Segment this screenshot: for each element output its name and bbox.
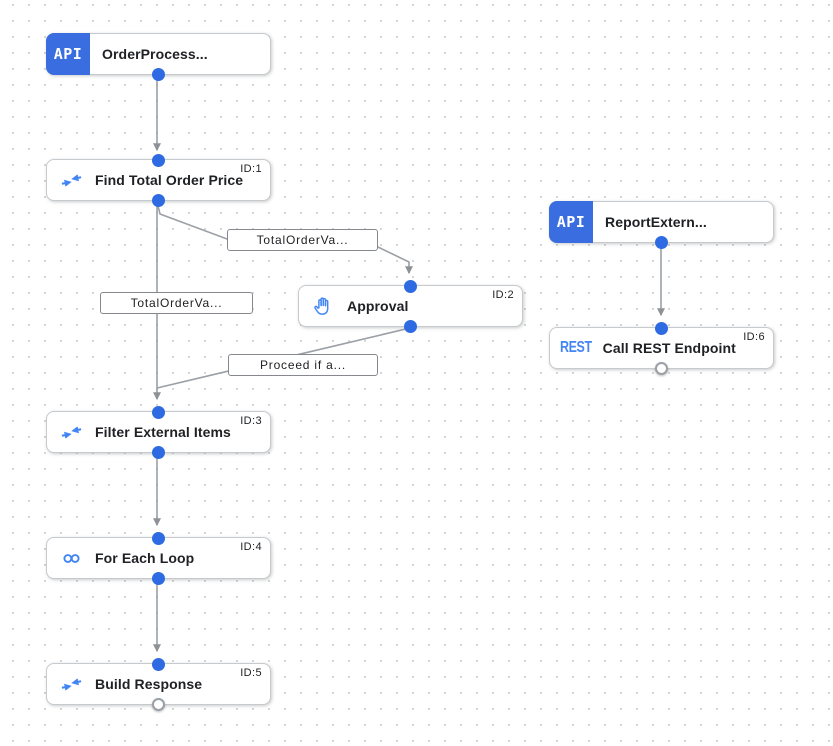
node-filter-external-items[interactable]: ID:3 Filter External Items (46, 405, 271, 459)
node-api-trigger-reportextern[interactable]: API ReportExtern... (549, 201, 774, 249)
node-api-trigger-orderprocess[interactable]: API OrderProcess... (46, 33, 271, 81)
input-port[interactable] (152, 405, 165, 419)
node-find-total-order-price[interactable]: ID:1 Find Total Order Price (46, 153, 271, 207)
output-port[interactable] (655, 361, 668, 375)
node-title: Filter External Items (95, 424, 231, 440)
data-mapping-icon (59, 420, 83, 444)
data-mapping-icon (59, 168, 83, 192)
task-id-label: ID:3 (240, 415, 262, 427)
node-title: Find Total Order Price (95, 172, 244, 188)
output-port[interactable] (152, 445, 165, 459)
node-build-response[interactable]: ID:5 Build Response (46, 657, 271, 711)
input-port[interactable] (152, 531, 165, 545)
api-trigger-icon: API (46, 33, 90, 75)
data-mapping-icon (59, 672, 83, 696)
task-id-label: ID:2 (492, 289, 514, 301)
task-id-label: ID:5 (240, 667, 262, 679)
output-port[interactable] (152, 193, 165, 207)
edge-condition-label[interactable]: TotalOrderVa... (227, 229, 378, 251)
node-title: OrderProcess... (102, 46, 208, 62)
output-port[interactable] (152, 571, 165, 585)
api-trigger-icon: API (549, 201, 593, 243)
task-id-label: ID:6 (743, 331, 765, 343)
infinity-icon (59, 546, 83, 570)
input-port[interactable] (404, 279, 417, 293)
edge-condition-label[interactable]: Proceed if a... (228, 354, 378, 376)
input-port[interactable] (655, 321, 668, 335)
node-title: Build Response (95, 676, 203, 692)
input-port[interactable] (152, 153, 165, 167)
output-port[interactable] (152, 67, 165, 81)
node-for-each-loop[interactable]: ID:4 For Each Loop (46, 531, 271, 585)
task-id-label: ID:1 (240, 163, 262, 175)
rest-icon: REST (560, 339, 592, 356)
edge-condition-label[interactable]: TotalOrderVa... (100, 292, 253, 314)
node-title: ReportExtern... (605, 214, 707, 230)
node-title: For Each Loop (95, 550, 195, 566)
node-call-rest-endpoint[interactable]: ID:6 REST Call REST Endpoint (549, 321, 774, 375)
output-port[interactable] (655, 235, 668, 249)
pan-tool-icon (311, 294, 335, 318)
output-port[interactable] (152, 697, 165, 711)
input-port[interactable] (152, 657, 165, 671)
node-title: Call REST Endpoint (602, 340, 736, 356)
node-title: Approval (347, 298, 409, 314)
task-id-label: ID:4 (240, 541, 262, 553)
node-approval[interactable]: ID:2 Approval (298, 279, 523, 333)
output-port[interactable] (404, 319, 417, 333)
